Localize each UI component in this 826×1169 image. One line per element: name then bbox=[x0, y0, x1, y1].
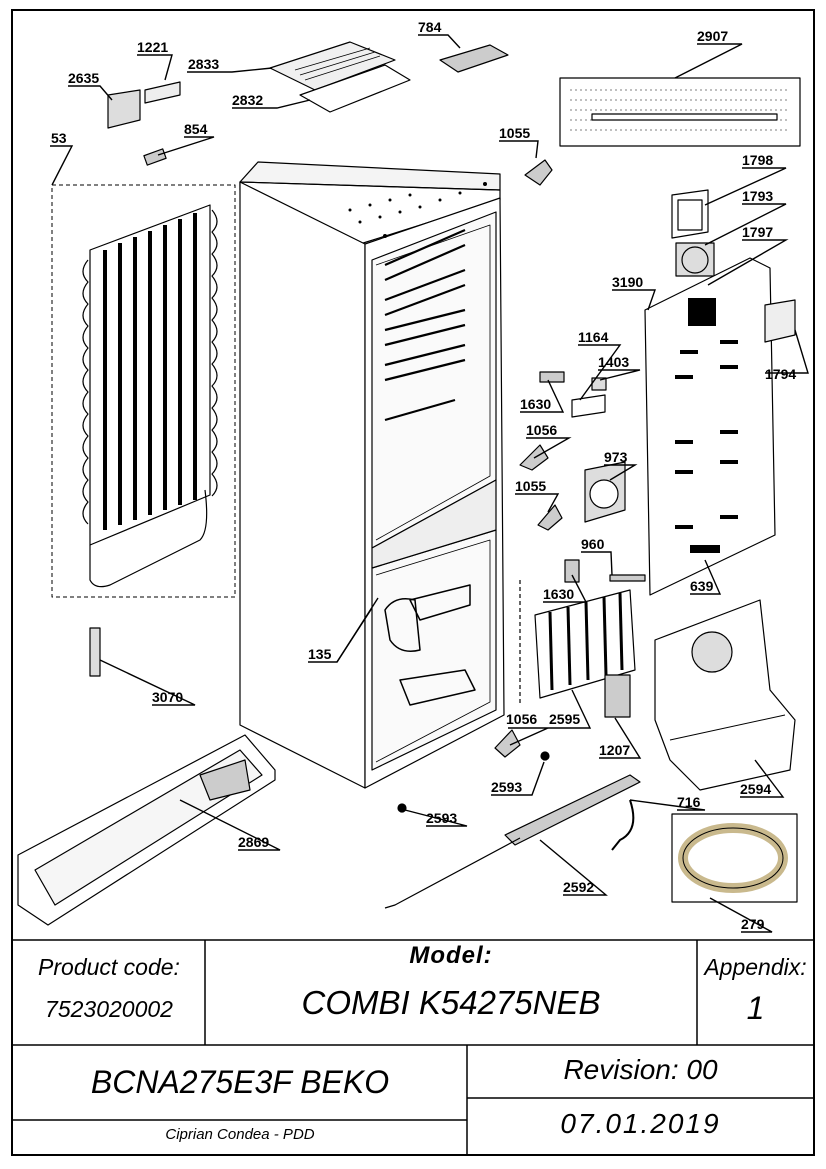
part-3070-drawing bbox=[89, 627, 101, 677]
label-1630-upper: 1630 bbox=[520, 396, 551, 412]
part-2907-drawing bbox=[559, 77, 801, 147]
part-1164-drawing bbox=[571, 394, 606, 418]
part-2594-drawing bbox=[654, 599, 796, 791]
label-1630-lower: 1630 bbox=[543, 586, 574, 602]
appendix-value: 1 bbox=[746, 990, 765, 1026]
top-holes bbox=[348, 182, 487, 238]
part-1056b-drawing bbox=[494, 729, 521, 758]
label-2594: 2594 bbox=[740, 781, 771, 797]
label-1056-lower: 1056 bbox=[506, 711, 537, 727]
label-53: 53 bbox=[51, 130, 67, 146]
label-2595: 2595 bbox=[549, 711, 580, 727]
revision: Revision: 00 bbox=[563, 1054, 718, 1085]
part-1055a-drawing bbox=[524, 159, 553, 186]
label-1055-mid: 1055 bbox=[515, 478, 546, 494]
label-2592: 2592 bbox=[563, 879, 594, 895]
product-code-label: Product code: bbox=[38, 954, 180, 980]
part-1055b-drawing bbox=[537, 504, 563, 531]
part-2832-drawing bbox=[299, 64, 411, 113]
label-2833: 2833 bbox=[188, 56, 219, 72]
label-135: 135 bbox=[308, 646, 332, 662]
label-639: 639 bbox=[690, 578, 714, 594]
leader-lines bbox=[50, 34, 809, 933]
label-1056-upper: 1056 bbox=[526, 422, 557, 438]
part-3190-drawing bbox=[644, 257, 776, 596]
part-2593b-drawing bbox=[397, 803, 407, 813]
label-1055-top: 1055 bbox=[499, 125, 530, 141]
label-2907: 2907 bbox=[697, 28, 728, 44]
label-3190: 3190 bbox=[612, 274, 643, 290]
author: Ciprian Condea - PDD bbox=[165, 1126, 315, 1143]
cabinet-drawing bbox=[239, 161, 505, 789]
label-3070: 3070 bbox=[152, 689, 183, 705]
part-1630a-drawing bbox=[539, 371, 565, 383]
label-2593-left: 2593 bbox=[426, 810, 457, 826]
label-973: 973 bbox=[604, 449, 628, 465]
part-716-drawing bbox=[611, 799, 635, 851]
label-2832: 2832 bbox=[232, 92, 263, 108]
label-279: 279 bbox=[741, 916, 765, 932]
part-2635-drawing bbox=[107, 89, 141, 129]
label-1207: 1207 bbox=[599, 742, 630, 758]
label-1797: 1797 bbox=[742, 224, 773, 240]
label-1403: 1403 bbox=[598, 354, 629, 370]
part-2833-drawing bbox=[269, 41, 396, 91]
label-784: 784 bbox=[418, 19, 442, 35]
condenser-drawing bbox=[51, 184, 236, 598]
part-2593a-drawing bbox=[540, 751, 550, 761]
part-960-drawing bbox=[609, 574, 646, 582]
parts-artwork bbox=[17, 41, 801, 926]
label-1798: 1798 bbox=[742, 152, 773, 168]
shelf-guides bbox=[384, 228, 466, 422]
label-1221: 1221 bbox=[137, 39, 168, 55]
label-2593-right: 2593 bbox=[491, 779, 522, 795]
product-name: BCNA275E3F BEKO bbox=[90, 1064, 390, 1100]
label-1164: 1164 bbox=[578, 329, 609, 345]
part-279-drawing bbox=[671, 813, 798, 903]
model-value: COMBI K54275NEB bbox=[301, 984, 601, 1021]
product-code-value: 7523020002 bbox=[45, 996, 173, 1022]
part-1630b-drawing bbox=[564, 559, 580, 583]
part-854-drawing bbox=[143, 148, 167, 166]
label-1794: 1794 bbox=[765, 366, 796, 382]
label-2869: 2869 bbox=[238, 834, 269, 850]
label-2635: 2635 bbox=[68, 70, 99, 86]
part-1207-drawing bbox=[604, 674, 631, 718]
part-2592-drawing bbox=[384, 774, 641, 909]
label-716: 716 bbox=[677, 794, 701, 810]
part-1221-drawing bbox=[144, 81, 181, 104]
part-1798-drawing bbox=[671, 189, 709, 239]
sheet-border bbox=[11, 9, 815, 1156]
label-960: 960 bbox=[581, 536, 605, 552]
part-labels: 53 2635 1221 2833 2832 784 854 2907 1055… bbox=[51, 19, 796, 932]
title-block-grid bbox=[12, 939, 814, 1155]
part-784-drawing bbox=[439, 44, 509, 73]
part-973-drawing bbox=[584, 461, 626, 523]
part-2595-drawing bbox=[519, 580, 636, 705]
model-label: Model: bbox=[409, 942, 493, 969]
appendix-label: Appendix: bbox=[704, 954, 807, 980]
label-1793: 1793 bbox=[742, 188, 773, 204]
label-854: 854 bbox=[184, 121, 208, 137]
part-1794-drawing bbox=[764, 299, 796, 343]
part-2869-drawing bbox=[17, 734, 276, 926]
revision-date: 07.01.2019 bbox=[560, 1108, 721, 1139]
